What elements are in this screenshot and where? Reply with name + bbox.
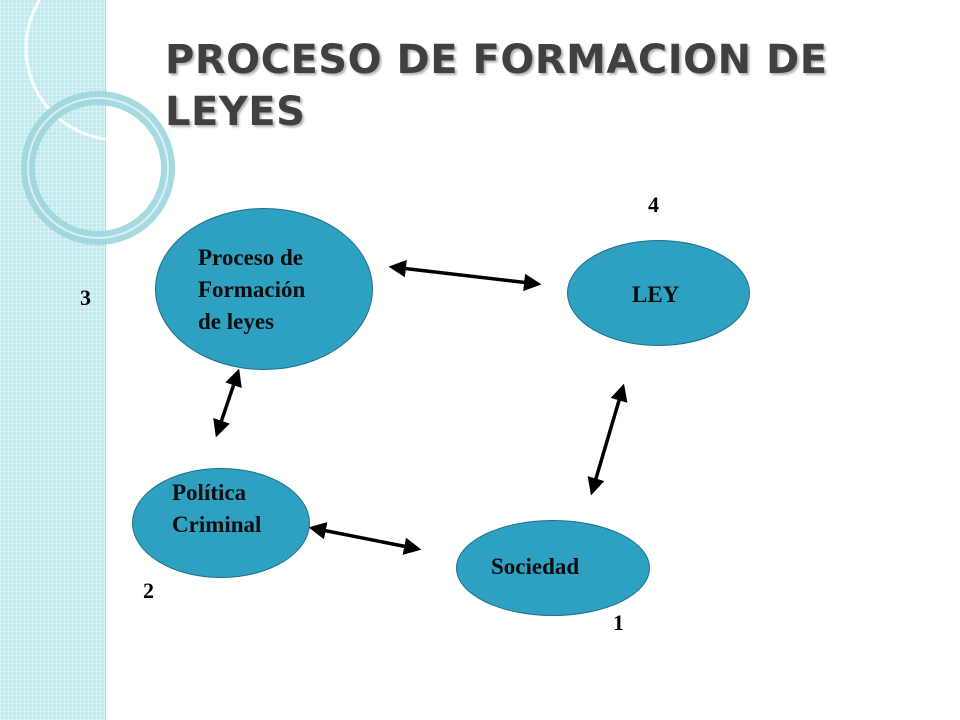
arrow-proceso-ley — [388, 259, 542, 292]
node-proceso-formacion-label: Proceso de Formación de leyes — [198, 242, 305, 338]
node-politica-criminal-label: Política Criminal — [172, 477, 261, 541]
node-sociedad — [456, 520, 650, 616]
label-line-1: Proceso de — [198, 245, 303, 270]
arrow-ley-sociedad — [587, 383, 628, 496]
arrow-proceso-politica — [213, 368, 242, 438]
node-ley — [567, 240, 750, 346]
label-line-2: Criminal — [172, 512, 262, 537]
node-proceso-formacion — [155, 208, 373, 370]
step-number-4: 4 — [648, 192, 659, 217]
label-line-1: Política — [172, 480, 247, 505]
label-line-2: Formación — [198, 277, 306, 302]
node-sociedad-label: Sociedad — [491, 554, 580, 579]
step-number-1: 1 — [613, 610, 624, 635]
node-ley-label: LEY — [632, 282, 680, 307]
node-politica-criminal — [132, 468, 310, 578]
step-number-3: 3 — [80, 285, 91, 310]
label-line-3: de leyes — [198, 309, 275, 334]
step-number-2: 2 — [143, 578, 154, 603]
arrow-politica-sociedad — [308, 522, 422, 555]
page-title: PROCESO DE FORMACION DE LEYES — [165, 37, 828, 135]
